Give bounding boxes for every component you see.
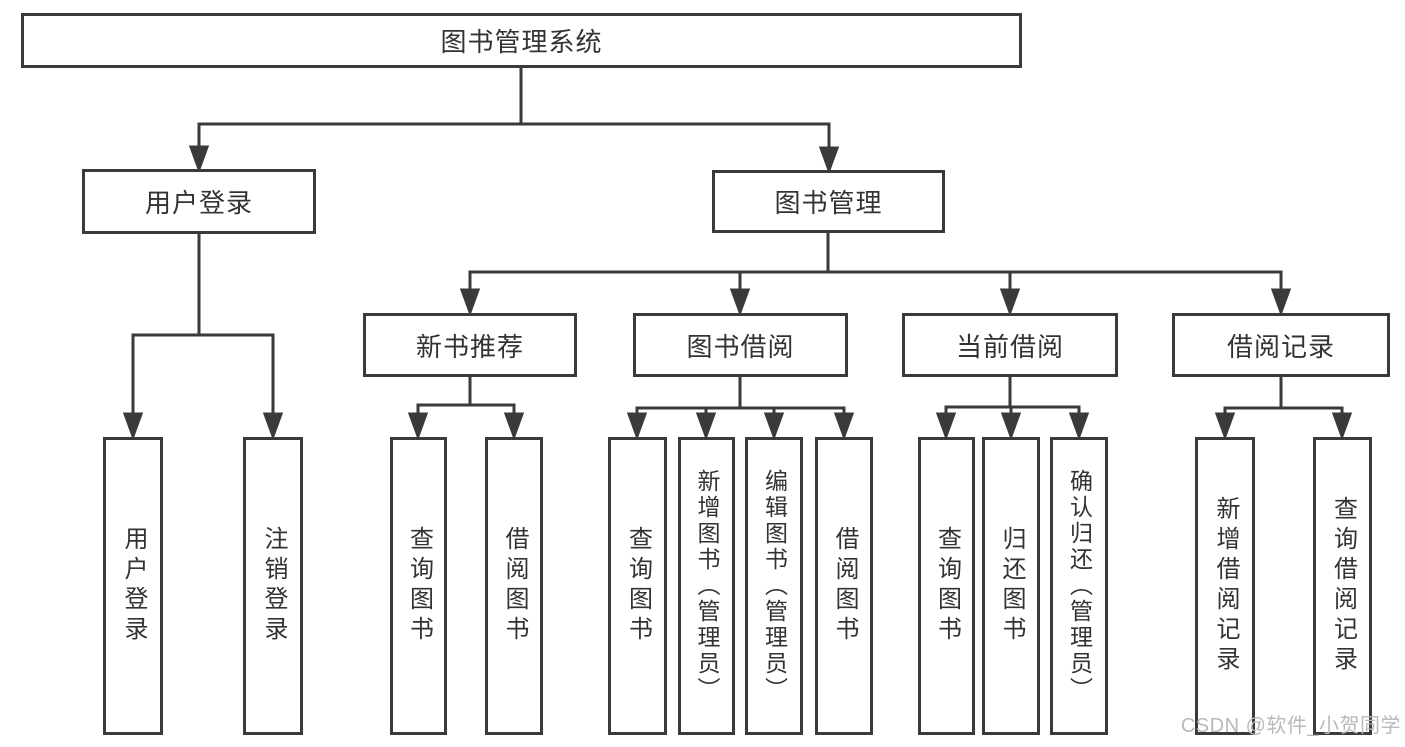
leaf-label: 新增图书（管理员）	[694, 469, 720, 703]
node-label: 当前借阅	[955, 331, 1064, 362]
leaf-edit-books-admin: 编辑图书（管理员）	[745, 437, 803, 735]
leaf-add-books-admin: 新增图书（管理员）	[678, 437, 735, 735]
leaf-logout: 注销登录	[243, 437, 303, 735]
node-label: 图书借阅	[686, 331, 795, 362]
leaf-label: 归还图书	[998, 526, 1025, 646]
node-library-management-system: 图书管理系统	[21, 13, 1022, 68]
node-borrowing-records: 借阅记录	[1172, 313, 1390, 377]
node-new-book-recommendation: 新书推荐	[363, 313, 577, 377]
leaf-label: 借阅图书	[501, 526, 528, 646]
leaf-borrow-books-recommend: 借阅图书	[485, 437, 543, 735]
leaf-label: 用户登录	[120, 526, 147, 646]
node-label: 用户登录	[144, 188, 253, 218]
leaf-return-books: 归还图书	[982, 437, 1040, 735]
leaf-label: 查询图书	[405, 526, 433, 646]
leaf-borrow-books: 借阅图书	[815, 437, 873, 735]
node-label: 图书管理	[774, 188, 883, 218]
node-book-borrowing: 图书借阅	[633, 313, 848, 377]
node-book-management: 图书管理	[712, 170, 945, 233]
leaf-label: 编辑图书（管理员）	[761, 469, 788, 703]
leaf-label: 查询图书	[933, 526, 961, 646]
leaf-label: 查询图书	[624, 526, 652, 646]
leaf-add-borrow-record: 新增借阅记录	[1195, 437, 1255, 735]
leaf-query-borrow-record: 查询借阅记录	[1313, 437, 1372, 735]
leaf-label: 新增借阅记录	[1212, 496, 1239, 676]
leaf-label: 注销登录	[260, 526, 287, 646]
leaf-user-login: 用户登录	[103, 437, 163, 735]
csdn-watermark: CSDN @软件_小贺同学	[1180, 715, 1401, 737]
node-user-login: 用户登录	[82, 169, 316, 234]
node-label: 图书管理系统	[440, 27, 603, 57]
leaf-label: 查询借阅记录	[1329, 496, 1357, 676]
leaf-query-books-recommend: 查询图书	[390, 437, 447, 735]
node-current-borrowing: 当前借阅	[902, 313, 1118, 377]
leaf-label: 确认归还（管理员）	[1066, 469, 1093, 703]
leaf-confirm-return-admin: 确认归还（管理员）	[1050, 437, 1108, 735]
node-label: 新书推荐	[415, 331, 524, 362]
node-label: 借阅记录	[1226, 331, 1335, 362]
leaf-query-books-current: 查询图书	[918, 437, 975, 735]
leaf-query-books-borrow: 查询图书	[608, 437, 667, 735]
leaf-label: 借阅图书	[831, 526, 858, 646]
